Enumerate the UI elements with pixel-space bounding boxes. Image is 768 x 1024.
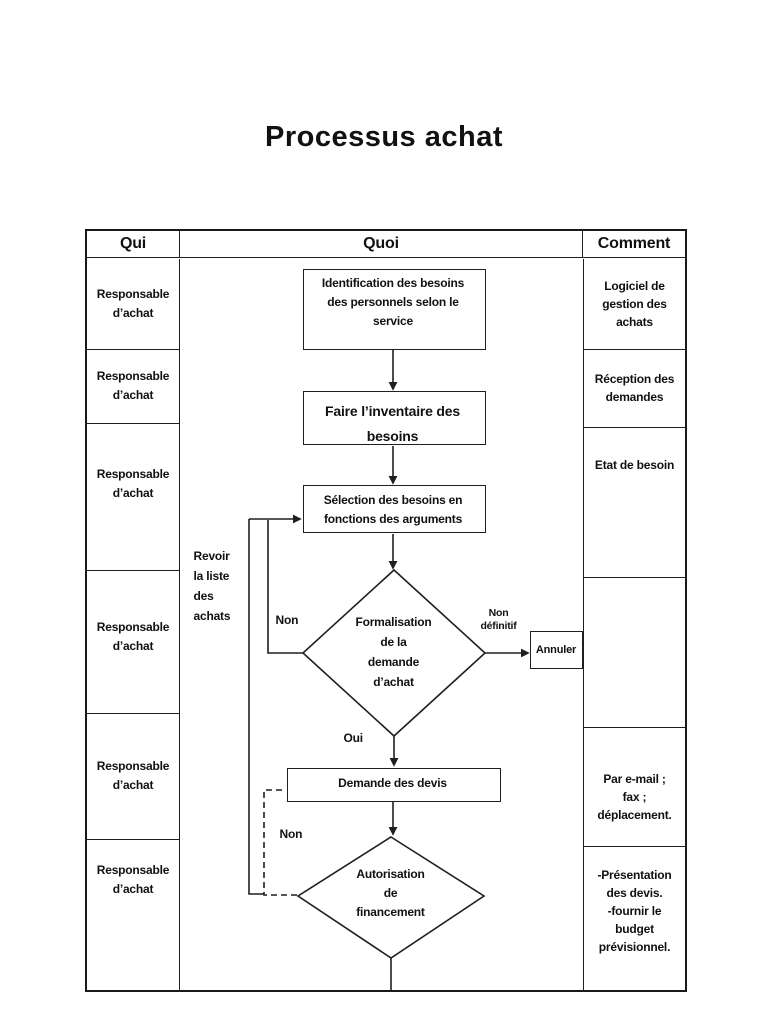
process-table: Qui Quoi Comment Responsable d’achat Res… xyxy=(85,229,687,992)
annotation-revoir-liste: Revoir la liste des achats xyxy=(193,548,231,623)
qui-cell: Responsable d’achat xyxy=(87,571,179,714)
branch-label-non-formalisation: Non xyxy=(275,612,299,627)
table-header-row: Qui Quoi Comment xyxy=(87,231,685,258)
loop-non-formalisation xyxy=(266,519,303,654)
branch-label-oui: Oui xyxy=(343,730,364,745)
step-inventaire-box xyxy=(302,390,486,445)
annuler-box: Annuler xyxy=(529,630,583,669)
step-selection-label: Sélection des besoins en fonctions des a… xyxy=(323,492,463,526)
branch-label-non-definitif: Non définitif xyxy=(480,606,517,633)
step-identification-box xyxy=(302,268,486,350)
comment-cell: Etat de besoin xyxy=(584,428,685,578)
step-demande-devis-box xyxy=(286,767,501,802)
qui-cell: Responsable d’achat xyxy=(87,714,179,840)
page-title: Processus achat xyxy=(264,121,503,153)
column-header-qui: Qui xyxy=(87,231,180,257)
step-demande-devis-label: Demande des devis xyxy=(338,775,447,790)
qui-cell: Responsable d’achat xyxy=(87,350,179,424)
loop-non-autorisation-dashed xyxy=(262,788,297,896)
qui-column: Responsable d’achat Responsable d’achat … xyxy=(87,258,180,990)
quoi-column-flowchart: Identification des besoins des personnel… xyxy=(181,259,584,991)
comment-cell: Par e-mail ; fax ; déplacement. xyxy=(584,728,685,847)
column-header-quoi: Quoi xyxy=(180,231,583,257)
comment-column: Logiciel de gestion des achats Réception… xyxy=(583,258,685,990)
flowchart-connectors xyxy=(247,347,530,990)
step-selection-box xyxy=(302,484,486,533)
annuler-label: Annuler xyxy=(535,643,577,656)
comment-cell: Réception des demandes xyxy=(584,350,685,428)
qui-cell: Responsable d’achat xyxy=(87,424,179,571)
qui-cell: Responsable d’achat xyxy=(87,259,179,350)
column-header-comment: Comment xyxy=(597,235,671,252)
branch-label-non-autorisation: Non xyxy=(279,826,303,841)
comment-cell-empty xyxy=(584,578,685,728)
decision-autorisation-label: Autorisation de financement xyxy=(356,866,425,919)
step-identification-label: Identification des besoins des personnel… xyxy=(321,275,465,328)
comment-cell: Logiciel de gestion des achats xyxy=(584,259,685,350)
comment-cell: -Présentation des devis. -fournir le bud… xyxy=(597,868,672,954)
step-inventaire-label: Faire l’inventaire des besoins xyxy=(325,402,460,444)
qui-cell: Responsable d’achat xyxy=(96,862,170,896)
loop-revoir-liste xyxy=(247,518,264,895)
decision-formalisation-label: Formalisation de la demande d’achat xyxy=(355,614,432,689)
